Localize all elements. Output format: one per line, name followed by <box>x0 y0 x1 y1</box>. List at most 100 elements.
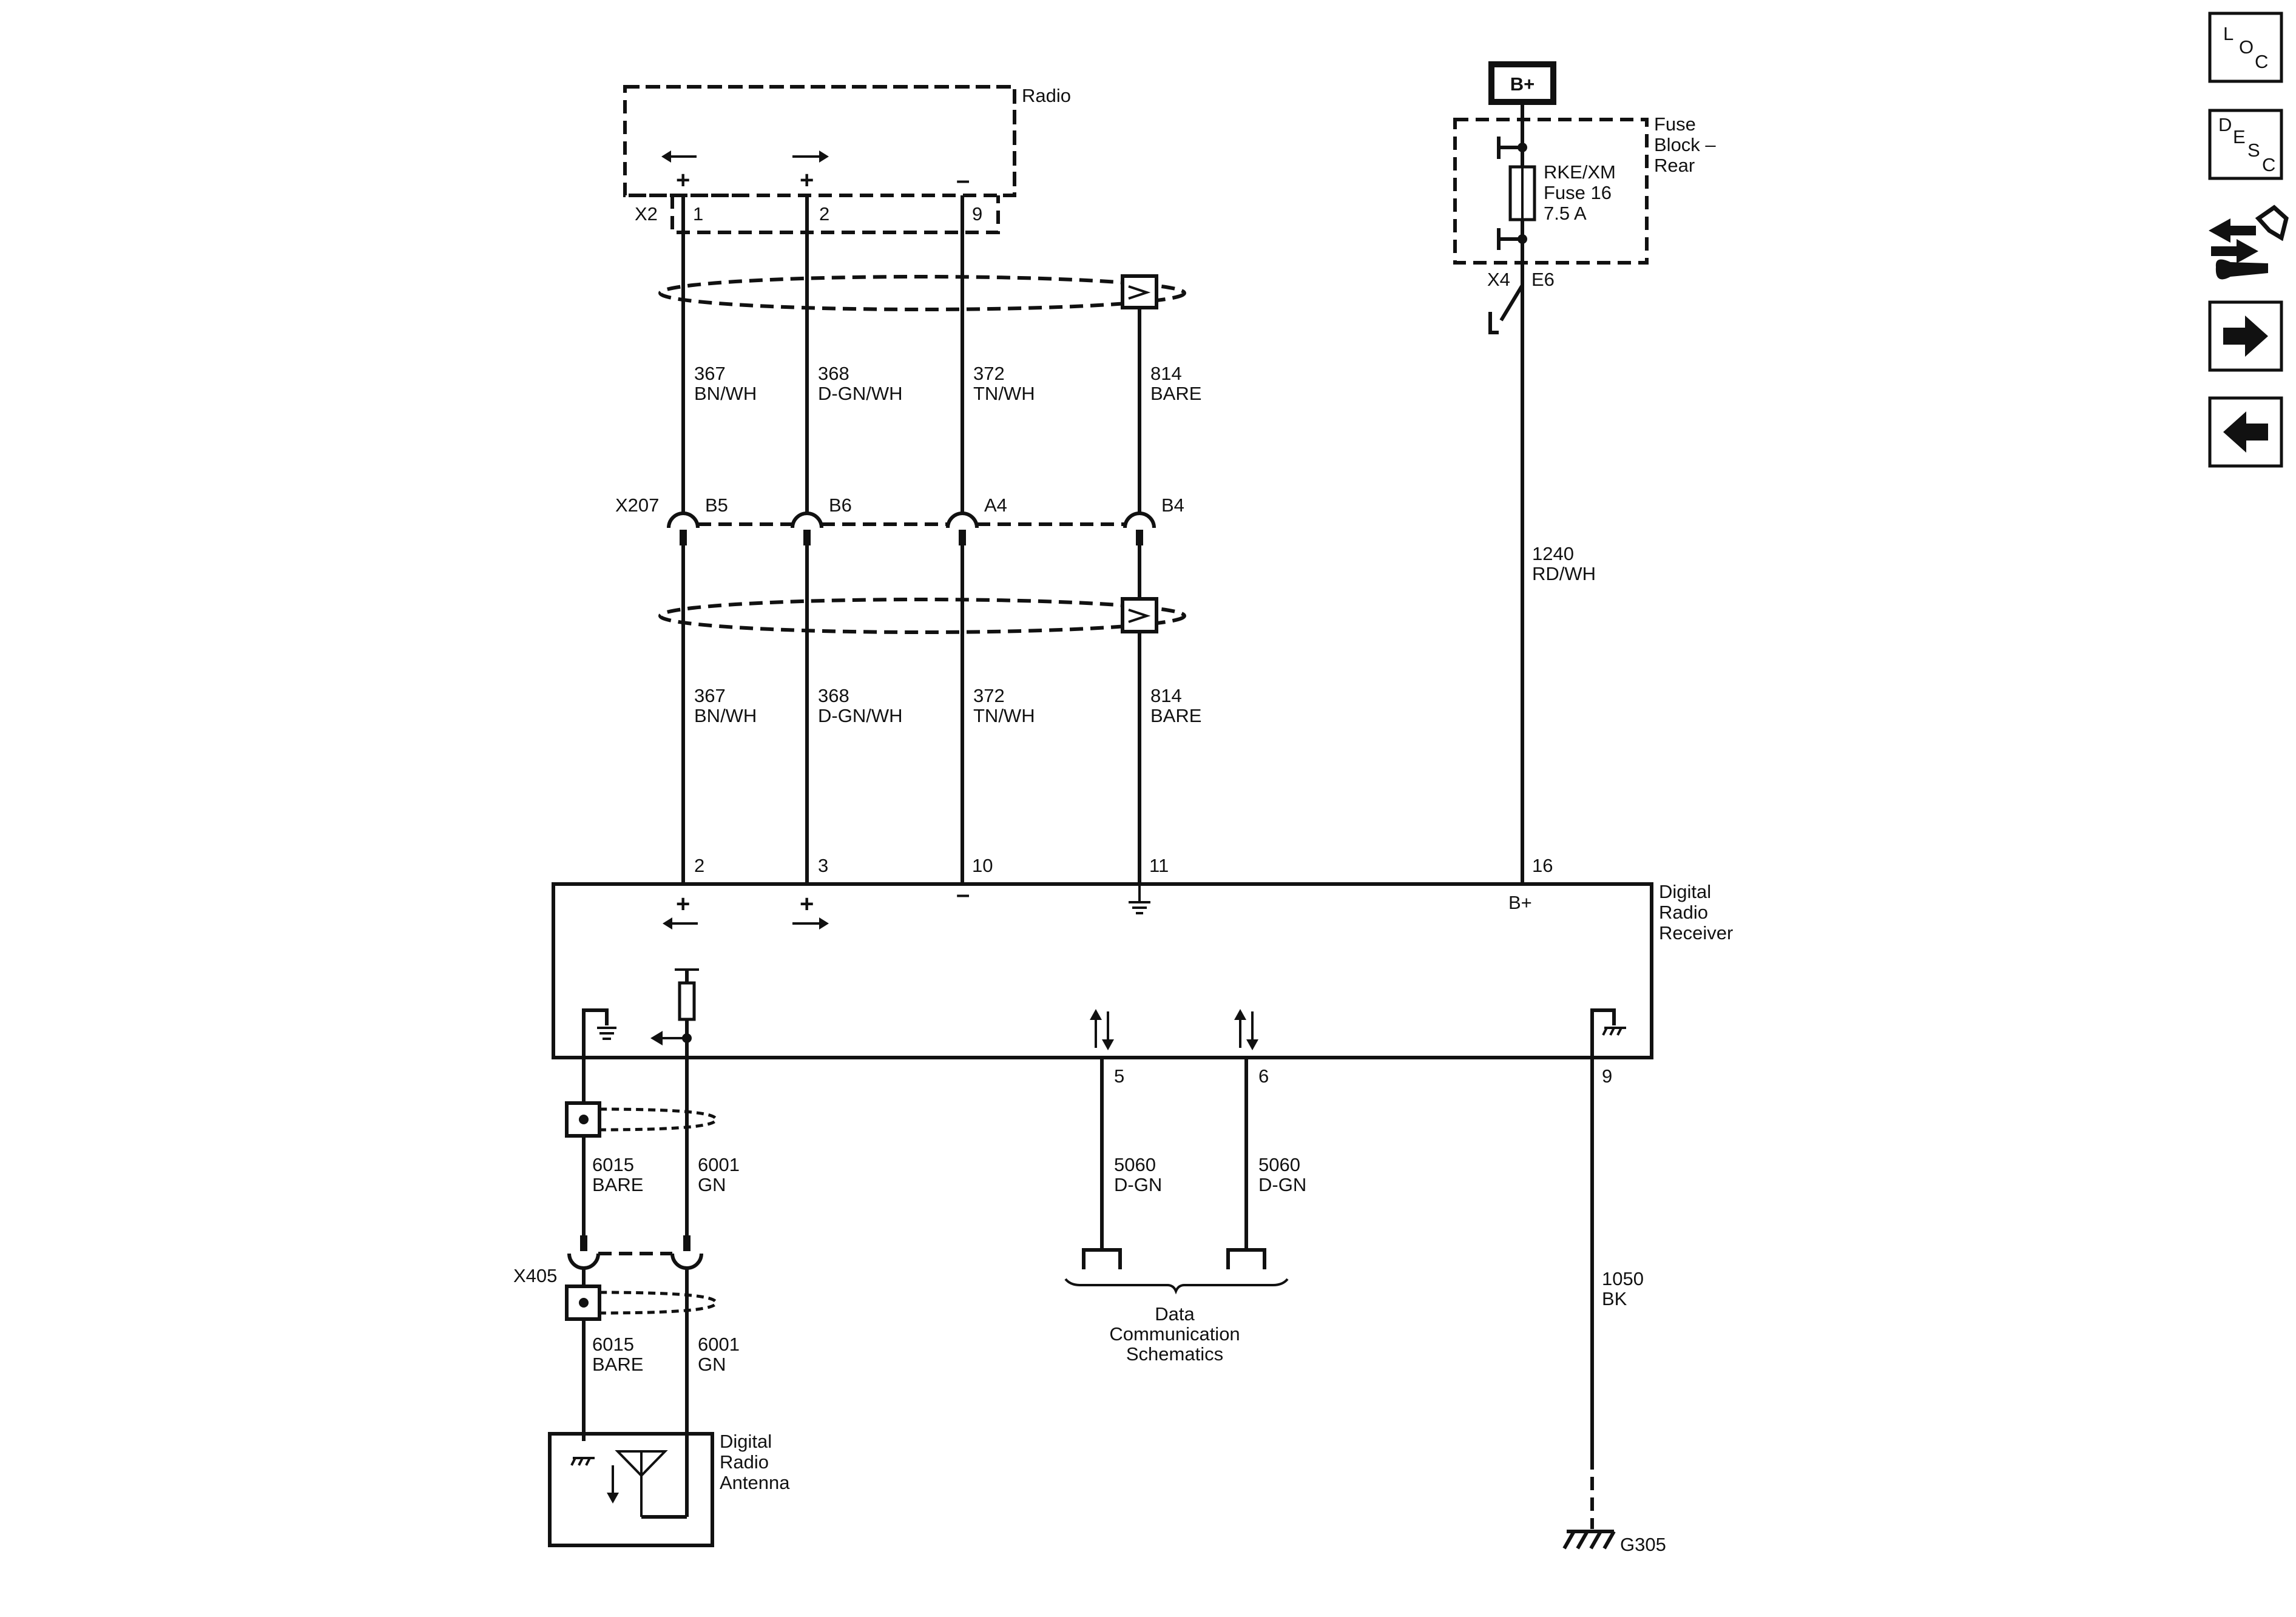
desc-letter-c: C <box>2262 154 2275 175</box>
desc-letter-s: S <box>2247 140 2260 161</box>
ground-g305-branch: 1050 BK G305 <box>1562 1058 1666 1555</box>
radio-label: Radio <box>1022 85 1071 106</box>
x207-pin-b6: B6 <box>829 495 852 516</box>
wire-1050-number: 1050 <box>1602 1268 1644 1289</box>
loc-letter-c: C <box>2255 51 2268 72</box>
receiver-pin-2: 2 <box>694 855 704 876</box>
wire-6015-number: 6015 <box>592 1154 634 1175</box>
receiver-pin2-arrow-left-icon <box>663 917 698 930</box>
receiver-pin-3: 3 <box>818 855 828 876</box>
radio-pin-9: 9 <box>972 203 982 224</box>
receiver-pin11-ground-icon <box>1129 884 1150 914</box>
wire-372-number-2: 372 <box>973 685 1005 706</box>
arrow-right-icon <box>2223 316 2268 357</box>
connector-tool-icon[interactable] <box>2209 204 2289 280</box>
wire-6001-number-2: 6001 <box>698 1334 740 1355</box>
wire-1240-number: 1240 <box>1532 543 1574 564</box>
wire-6001-color: GN <box>698 1174 726 1195</box>
receiver-pin-5: 5 <box>1114 1065 1124 1087</box>
wire-372-color-2: TN/WH <box>973 705 1035 726</box>
wire-814-number-2: 814 <box>1150 685 1182 706</box>
data-comm-label-3: Schematics <box>1126 1343 1223 1365</box>
antenna-label-1: Digital <box>720 1431 772 1452</box>
receiver-bplus-label: B+ <box>1508 892 1532 913</box>
loc-button[interactable]: L O C <box>2208 12 2283 83</box>
wire-1240-color: RD/WH <box>1532 563 1596 584</box>
radio-module: Radio X2 + + – 1 2 9 <box>623 85 1071 234</box>
loc-letter-l: L <box>2223 23 2234 44</box>
receiver-label-3: Receiver <box>1659 922 1733 944</box>
receiver-pin6-bidirectional-icon <box>1234 1009 1258 1050</box>
receiver-label-1: Digital <box>1659 881 1711 902</box>
wire-372-number: 372 <box>973 363 1005 384</box>
battery-label: B+ <box>1510 73 1535 95</box>
wire-814-color-2: BARE <box>1150 705 1201 726</box>
receiver-pin-9-bottom: 9 <box>1602 1065 1612 1087</box>
fuse-rating: 7.5 A <box>1544 203 1587 224</box>
wire-367-number: 367 <box>694 363 726 384</box>
receiver-pin-11: 11 <box>1149 855 1169 876</box>
wire-5060-number: 5060 <box>1114 1154 1156 1175</box>
digital-radio-receiver: Digital Radio Receiver 2 3 10 11 16 + + … <box>552 855 1733 1118</box>
desc-button[interactable]: D E S C <box>2208 109 2283 180</box>
receiver-label-2: Radio <box>1659 902 1708 923</box>
antenna-icon <box>615 1450 687 1519</box>
radio-pin1-arrow-left-icon <box>661 150 697 163</box>
wire-367-color: BN/WH <box>694 383 757 404</box>
antenna-signal-arrow-icon <box>607 1465 619 1504</box>
wire-6015-number-2: 6015 <box>592 1334 634 1355</box>
receiver-pin5-bidirectional-icon <box>1090 1009 1114 1050</box>
fuse-connector-pin: E6 <box>1531 269 1555 290</box>
fuse-connector-label: X4 <box>1487 269 1510 290</box>
wire-814-color: BARE <box>1150 383 1201 404</box>
receiver-pin3-polarity: + <box>800 891 814 917</box>
wire-368-number-2: 368 <box>818 685 849 706</box>
data-comm-label-1: Data <box>1155 1303 1195 1325</box>
x207-pin-a4: A4 <box>984 495 1007 516</box>
x207-label: X207 <box>615 495 659 516</box>
desc-letter-e: E <box>2233 126 2246 147</box>
radio-pin2-polarity: + <box>800 167 814 194</box>
x207-pin-b4: B4 <box>1161 495 1184 516</box>
radio-pin-1: 1 <box>693 203 703 224</box>
desc-letter-d: D <box>2218 114 2232 135</box>
loc-letter-o: O <box>2239 36 2254 58</box>
wire-368-color: D-GN/WH <box>818 383 902 404</box>
radio-pin1-polarity: + <box>676 167 690 194</box>
shield-drain-box-2 <box>1121 597 1158 633</box>
wire-6015-color-2: BARE <box>592 1354 643 1375</box>
wire-5060-color-2: D-GN <box>1258 1174 1306 1195</box>
antenna-branch: 6015 BARE 6001 GN X405 6015 BARE 6001 GN… <box>513 1038 790 1547</box>
wire-6001-number: 6001 <box>698 1154 740 1175</box>
wire-6001-color-2: GN <box>698 1354 726 1375</box>
wire-6015-color: BARE <box>592 1174 643 1195</box>
shield-drain-box <box>1121 274 1158 309</box>
x405-label: X405 <box>513 1265 557 1286</box>
radio-pin-2: 2 <box>819 203 829 224</box>
radio-connector-label: X2 <box>635 203 658 224</box>
receiver-pin3-arrow-right-icon <box>792 917 829 930</box>
antenna-label-3: Antenna <box>720 1472 790 1493</box>
fuse-number: Fuse 16 <box>1544 182 1612 203</box>
x207-pin-b5: B5 <box>705 495 728 516</box>
receiver-pin-6: 6 <box>1258 1065 1269 1087</box>
data-comm-label-2: Communication <box>1109 1323 1240 1345</box>
wire-368-color-2: D-GN/WH <box>818 705 902 726</box>
wire-1050-color: BK <box>1602 1288 1627 1309</box>
wire-368-number: 368 <box>818 363 849 384</box>
chassis-ground-icon <box>1562 1530 1616 1550</box>
next-page-button[interactable] <box>2208 300 2283 372</box>
radio-pin2-arrow-right-icon <box>792 150 829 163</box>
fuse-block-rear: B+ Fuse Block – Rear RKE/XM Fuse 16 7.5 … <box>1453 61 1716 884</box>
wire-5060-number-2: 5060 <box>1258 1154 1300 1175</box>
receiver-pin10-polarity: – <box>956 881 970 908</box>
digital-radio-antenna-box <box>548 1432 714 1547</box>
receiver-pin-16: 16 <box>1532 855 1553 876</box>
upper-wires: 367 BN/WH 368 D-GN/WH 372 TN/WH 814 BARE <box>658 195 1201 513</box>
data-communication-branch: 5060 D-GN 5060 D-GN Data Communication S… <box>1064 1058 1306 1365</box>
lower-wires: 367 BN/WH 368 D-GN/WH 372 TN/WH 814 BARE <box>658 545 1201 884</box>
fuse-name: RKE/XM <box>1544 161 1616 183</box>
ground-label: G305 <box>1620 1534 1666 1555</box>
previous-page-button[interactable] <box>2208 396 2283 468</box>
